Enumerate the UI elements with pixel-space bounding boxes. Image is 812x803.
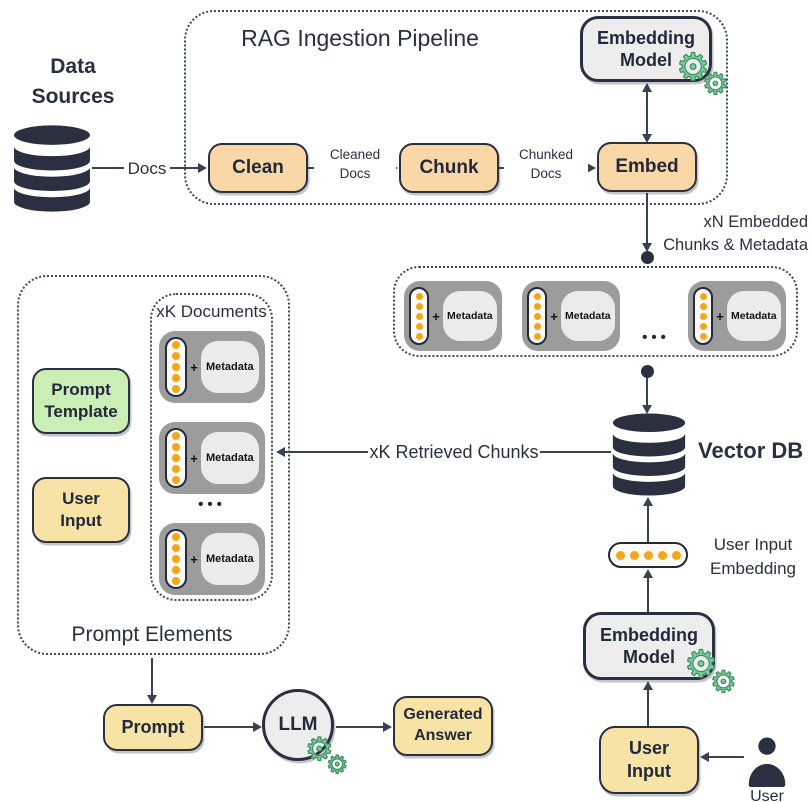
xk-documents-label: xK Documents [156, 302, 267, 321]
plus-sign: + [432, 308, 440, 324]
prompt-elements-box [17, 275, 290, 655]
arrow-prompt-to-llm [204, 726, 254, 728]
embedded-chunks-box [393, 266, 798, 357]
retrieved-chunks-label: xK Retrieved Chunks [368, 441, 540, 464]
vector-db-icon [612, 413, 686, 496]
arrow-embed-to-chunkstore [646, 193, 648, 243]
arrow-embed-to-embeddingmodel [646, 91, 648, 134]
gear-icon: ⚙ [675, 45, 711, 89]
chunk-vector-icon [693, 287, 714, 345]
metadata-chip: Metadata [200, 432, 259, 484]
embedded-chunk-item: + Metadata [688, 281, 786, 351]
rag-ingestion-pipeline-box [184, 10, 728, 205]
retrieved-doc-item: + Metadata [159, 523, 265, 595]
llm-node: LLM [262, 689, 334, 761]
arrow-userinput-to-model [647, 689, 649, 726]
arrowhead [642, 83, 652, 92]
arrow-chunkstore-to-vectordb [646, 378, 648, 405]
arrowhead [198, 163, 207, 173]
gear-icon: ⚙ [683, 642, 719, 686]
arrow-embedding-to-vectordb [647, 505, 649, 542]
arrowhead [383, 722, 392, 732]
user-icon [748, 737, 786, 787]
connector-dot [641, 365, 654, 378]
user-input-node: User Input [599, 726, 699, 794]
arrowhead [642, 405, 652, 414]
arrowhead [253, 722, 262, 732]
xk-documents-box [150, 293, 273, 601]
clean-node: Clean [208, 143, 308, 193]
chunk-node: Chunk [399, 143, 499, 193]
arrowhead [643, 681, 653, 690]
user-input-element-node: User Input [32, 477, 130, 543]
arrow-model-to-embedding [647, 577, 649, 612]
prompt-node: Prompt [103, 704, 203, 751]
docs-label: Docs [124, 158, 170, 180]
chunk-vector-icon [165, 428, 188, 488]
generated-answer-node: Generated Answer [393, 696, 493, 756]
user-label: User [750, 788, 784, 803]
metadata-chip: Metadata [442, 291, 497, 341]
gear-icon: ⚙ [709, 665, 737, 700]
prompt-template-node: Prompt Template [32, 368, 130, 434]
arrow-user-to-userinput [709, 756, 744, 758]
retrieved-doc-item: + Metadata [159, 331, 265, 403]
plus-sign: + [190, 359, 198, 375]
user-input-embedding-label: User Input Embedding [709, 535, 796, 578]
embedded-chunk-item: + Metadata [522, 281, 620, 351]
embed-node: Embed [597, 142, 697, 192]
chunk-vector-icon [165, 529, 188, 589]
embedding-model-node-bottom: Embedding Model [583, 612, 715, 680]
retrieved-doc-item: + Metadata [159, 422, 265, 494]
arrowhead [643, 497, 653, 506]
chunk-vector-icon [409, 287, 430, 345]
data-sources-label: Data Sources [31, 55, 115, 109]
embedded-chunk-item: + Metadata [404, 281, 502, 351]
embedded-output-label: xN Embedded Chunks & Metadata [663, 213, 808, 255]
chunk-vector-icon [527, 287, 548, 345]
arrowhead [642, 134, 652, 143]
arrow-llm-to-answer [336, 726, 384, 728]
plus-sign: + [716, 308, 724, 324]
metadata-chip: Metadata [560, 291, 615, 341]
gear-icon: ⚙ [701, 67, 729, 102]
pipeline-title: RAG Ingestion Pipeline [241, 25, 479, 51]
chunked-docs-label: Chunked Docs [504, 146, 588, 184]
vector-db-label: Vector DB [698, 438, 804, 463]
plus-sign: + [190, 551, 198, 567]
plus-sign: + [550, 308, 558, 324]
user-input-embedding-icon [608, 542, 688, 568]
arrowhead [700, 752, 709, 762]
metadata-chip: Metadata [726, 291, 781, 341]
plus-sign: + [190, 450, 198, 466]
database-icon [14, 125, 90, 212]
arrowhead [642, 243, 652, 252]
arrowhead [276, 447, 285, 457]
connector-dot [641, 251, 654, 264]
embedding-model-node-top: Embedding Model [580, 16, 712, 82]
row-ellipsis: ••• [642, 329, 670, 346]
arrowhead [147, 695, 157, 704]
arrowhead [587, 163, 596, 173]
gear-icon: ⚙ [325, 750, 349, 779]
arrowhead [643, 569, 653, 578]
gear-icon: ⚙ [304, 730, 334, 768]
column-ellipsis: ••• [198, 496, 226, 513]
cleaned-docs-label: Cleaned Docs [314, 146, 396, 184]
prompt-elements-label: Prompt Elements [71, 623, 233, 646]
arrow-promptelements-to-prompt [151, 658, 153, 695]
chunk-vector-icon [165, 337, 188, 397]
metadata-chip: Metadata [200, 533, 259, 585]
metadata-chip: Metadata [200, 341, 259, 393]
